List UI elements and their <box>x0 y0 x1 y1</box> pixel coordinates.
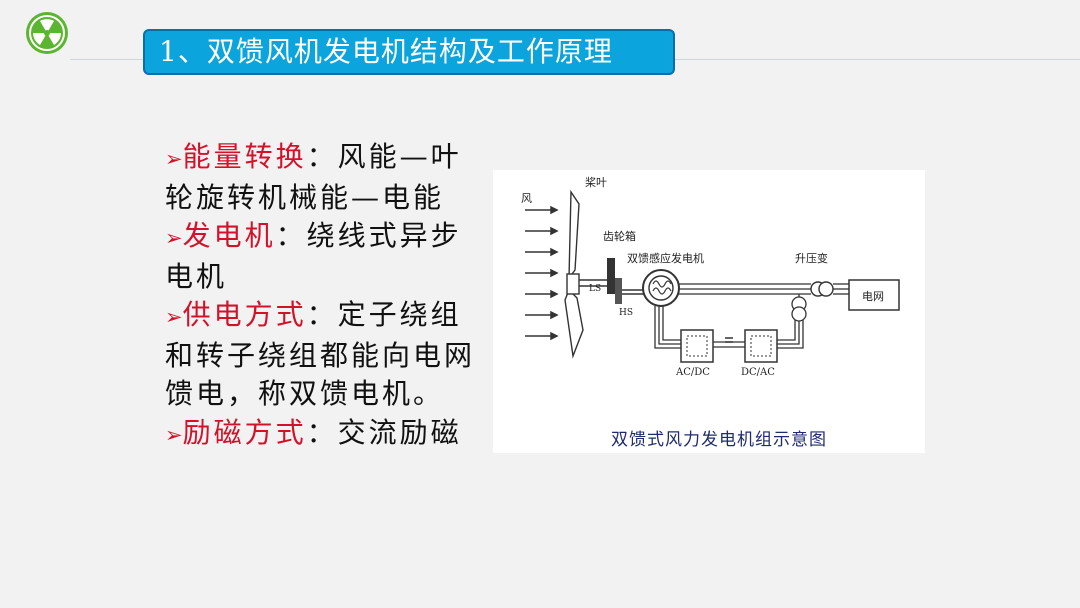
schematic-drawing <box>525 189 900 363</box>
arrow-icon: ➢ <box>165 422 183 447</box>
dcac-converter <box>744 329 778 363</box>
page-title: 1、双馈风机发电机结构及工作原理 <box>143 29 675 75</box>
acdc-converter <box>680 329 714 363</box>
bullet-item-power-supply: ➢供电方式：定子绕组和转子绕组都能向电网馈电，称双馈电机。 <box>165 296 485 414</box>
ls-label: LS <box>589 284 602 294</box>
transformer-coil-2 <box>818 281 834 297</box>
gearbox-large-gear <box>607 258 615 294</box>
bullet-text: ：交流励磁 <box>306 415 462 449</box>
generator-label: 双馈感应发电机 <box>627 252 704 265</box>
bullet-label: 供电方式 <box>182 298 307 331</box>
gearbox-label: 齿轮箱 <box>603 230 636 243</box>
bullet-label: 发电机 <box>182 219 276 252</box>
dcac-label: DC/AC <box>741 367 775 378</box>
grid-box <box>848 279 900 311</box>
bullet-item-energy: ➢能量转换：风能—叶轮旋转机械能—电能 <box>165 138 485 217</box>
hub <box>566 273 580 295</box>
hs-label: HS <box>619 308 634 318</box>
bullet-text: ：定子绕组和转子绕组都能向电网馈电，称双馈电机。 <box>165 298 476 410</box>
dfig-schematic-diagram: 风 桨叶 齿轮箱 双馈感应发电机 升压变 电网 LS HS AC/DC DC/A… <box>493 170 925 453</box>
arrow-icon: ➢ <box>165 226 183 250</box>
blade-lower <box>564 288 584 359</box>
bullet-text: ：风能—叶轮旋转机械能—电能 <box>165 140 462 214</box>
arrow-icon: ➢ <box>165 305 183 329</box>
blade-label: 桨叶 <box>585 176 607 189</box>
diagram-caption: 双馈式风力发电机组示意图 <box>611 430 827 450</box>
bullet-list: ➢能量转换：风能—叶轮旋转机械能—电能 ➢发电机：绕线式异步电机 ➢供电方式：定… <box>165 138 485 454</box>
gearbox-small-gear <box>615 278 622 304</box>
arrow-icon: ➢ <box>165 147 183 171</box>
acdc-label: AC/DC <box>676 367 710 378</box>
wind-arrows <box>525 205 559 341</box>
wind-label: 风 <box>521 192 532 205</box>
blade-upper <box>568 189 580 281</box>
bullet-item-excitation: ➢励磁方式：交流励磁 <box>165 414 485 455</box>
bullet-text: ：绕线式异步电机 <box>165 219 462 293</box>
logo-icon <box>25 11 69 55</box>
grid-label: 电网 <box>862 290 884 303</box>
bullet-label: 能量转换 <box>182 140 307 173</box>
bullet-label: 励磁方式 <box>182 415 307 449</box>
transformer-label: 升压变 <box>795 252 828 265</box>
bullet-item-generator: ➢发电机：绕线式异步电机 <box>165 217 485 296</box>
